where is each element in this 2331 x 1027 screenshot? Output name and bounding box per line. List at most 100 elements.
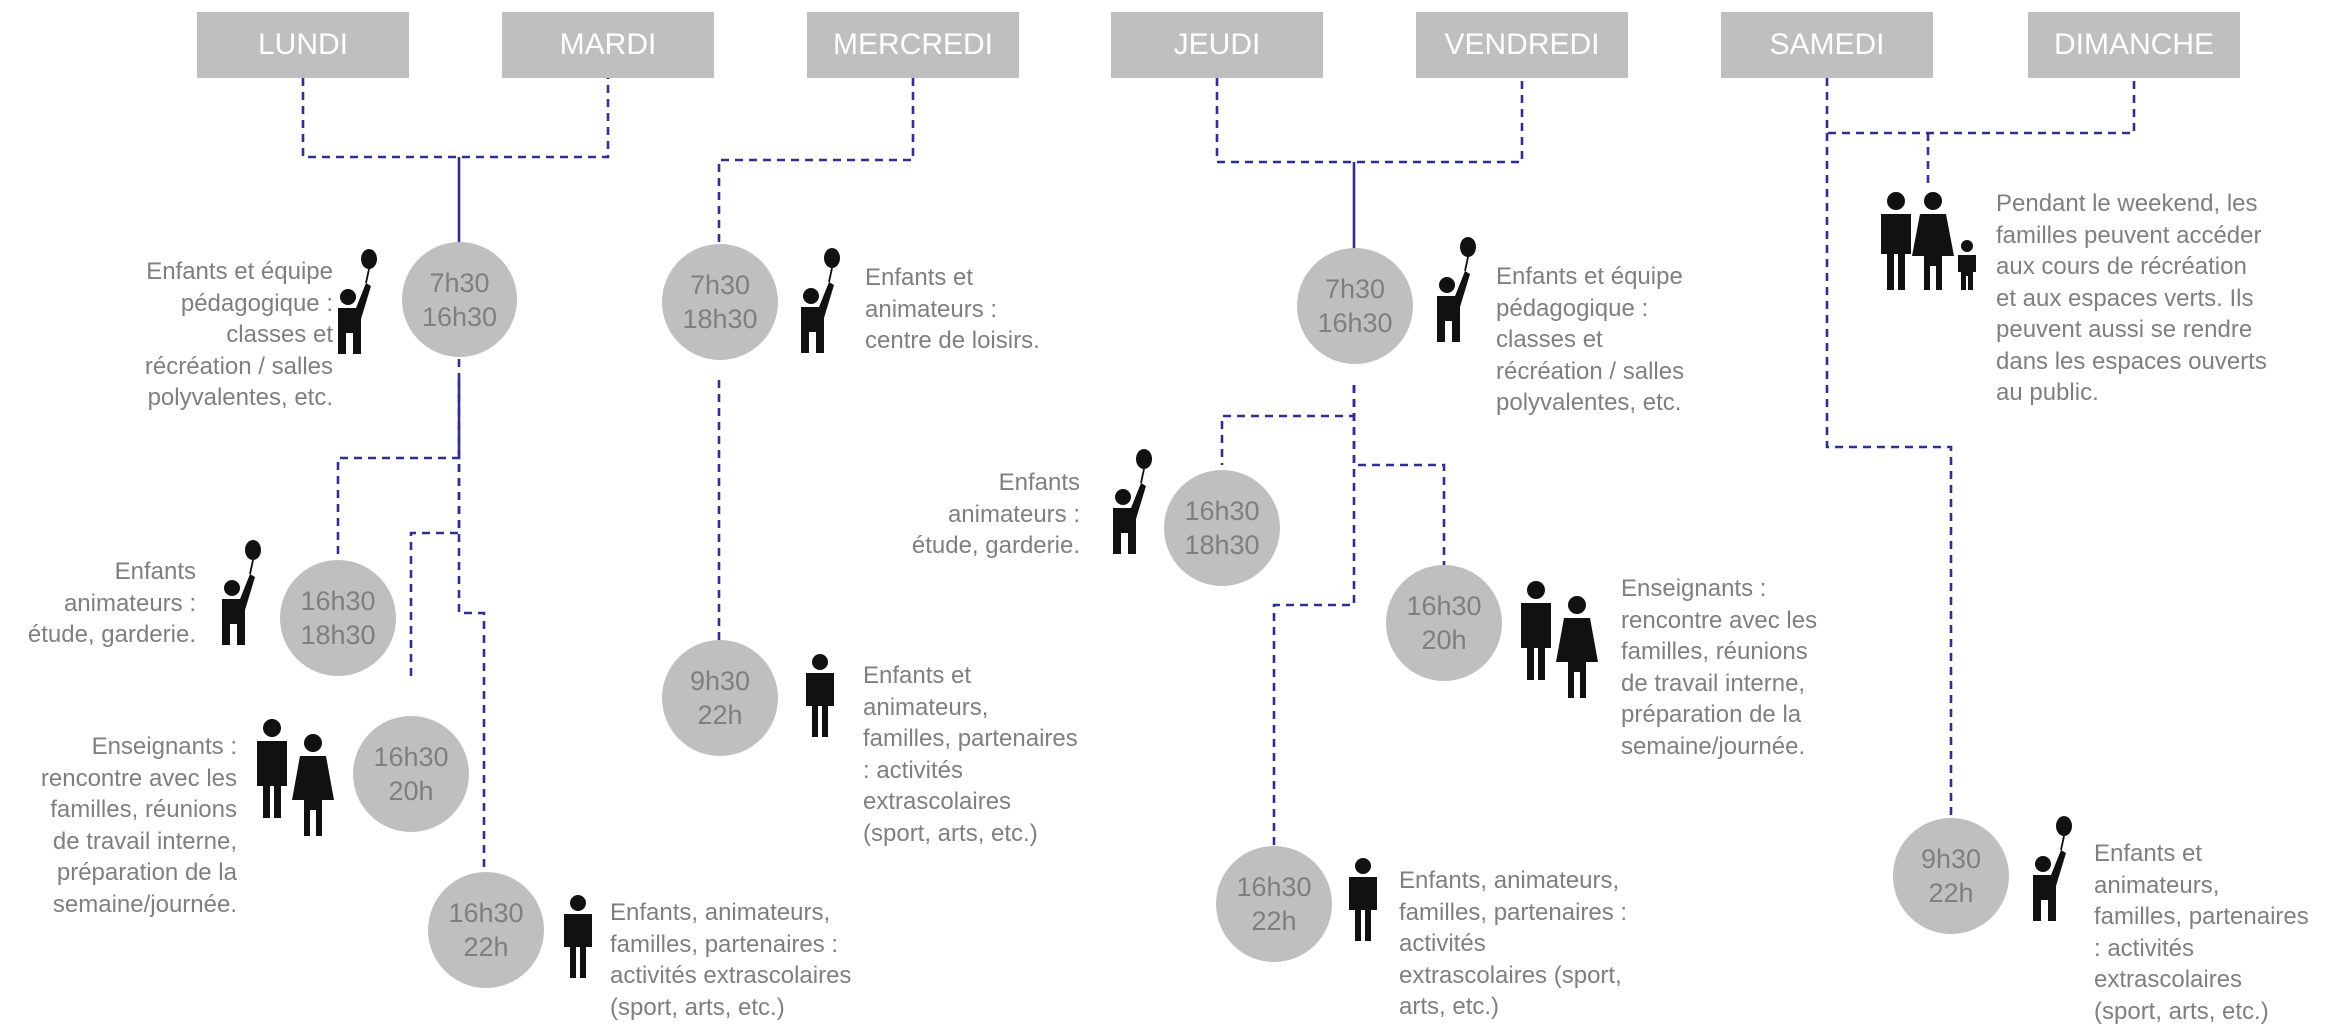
- couple-icon: [1512, 580, 1606, 702]
- description-line: animateurs :: [912, 499, 1080, 531]
- child-balloon-icon: [210, 536, 270, 654]
- day-header-mercredi: MERCREDI: [807, 12, 1019, 78]
- time-circle-lm4: 16h30 22h: [428, 872, 544, 988]
- description-lm3: Enseignants : rencontre avec les famille…: [41, 731, 237, 920]
- time-end: 18h30: [682, 302, 757, 336]
- time-end: 18h30: [300, 618, 375, 652]
- description-line: activités: [1399, 928, 1627, 960]
- couple-icon: [248, 718, 342, 840]
- description-line: extrascolaires: [2094, 964, 2309, 996]
- day-header-jeudi: JEUDI: [1111, 12, 1323, 78]
- time-circle-jv4: 16h30 22h: [1216, 846, 1332, 962]
- time-circle-lm1: 7h30 16h30: [402, 242, 517, 357]
- description-line: extrascolaires: [863, 786, 1078, 818]
- description-line: Enseignants :: [1621, 573, 1817, 605]
- description-line: familles, partenaires :: [1399, 897, 1627, 929]
- description-line: classes et: [145, 319, 333, 351]
- description-line: aux cours de récréation: [1996, 251, 2267, 283]
- description-line: Enfants et: [2094, 838, 2309, 870]
- time-start: 16h30: [373, 740, 448, 774]
- time-circle-sd1: 9h30 22h: [1893, 818, 2009, 934]
- adult-icon: [1343, 858, 1383, 942]
- time-start: 7h30: [429, 266, 489, 300]
- time-circle-jv2: 16h30 18h30: [1164, 470, 1280, 586]
- time-end: 16h30: [1317, 306, 1392, 340]
- description-line: rencontre avec les: [41, 763, 237, 795]
- time-end: 22h: [463, 930, 508, 964]
- description-line: étude, garderie.: [28, 619, 196, 651]
- time-circle-jv1: 7h30 16h30: [1297, 248, 1413, 364]
- description-me2: Enfants et animateurs, familles, partena…: [863, 660, 1078, 849]
- day-header-mardi: MARDI: [502, 12, 714, 78]
- description-line: étude, garderie.: [912, 530, 1080, 562]
- description-line: pédagogique :: [1496, 293, 1684, 325]
- child-balloon-icon: [2021, 812, 2081, 930]
- description-line: et aux espaces verts. Ils: [1996, 283, 2267, 315]
- description-line: activités extrascolaires: [610, 960, 851, 992]
- description-line: au public.: [1996, 377, 2267, 409]
- time-start: 9h30: [690, 664, 750, 698]
- day-header-lundi: LUNDI: [197, 12, 409, 78]
- time-start: 7h30: [690, 268, 750, 302]
- description-line: Enfants et: [863, 660, 1078, 692]
- description-line: préparation de la: [41, 857, 237, 889]
- description-line: Enfants et équipe: [145, 256, 333, 288]
- description-line: familles, réunions: [1621, 636, 1817, 668]
- time-end: 22h: [1251, 904, 1296, 938]
- description-line: animateurs,: [863, 692, 1078, 724]
- description-line: polyvalentes, etc.: [145, 382, 333, 414]
- description-line: récréation / salles: [1496, 356, 1684, 388]
- time-start: 16h30: [448, 896, 523, 930]
- child-balloon-icon: [1425, 233, 1485, 351]
- time-end: 18h30: [1184, 528, 1259, 562]
- description-me1: Enfants et animateurs : centre de loisir…: [865, 262, 1040, 357]
- time-circle-lm3: 16h30 20h: [353, 716, 469, 832]
- time-end: 20h: [1421, 623, 1466, 657]
- time-end: 20h: [388, 774, 433, 808]
- description-jv4: Enfants, animateurs, familles, partenair…: [1399, 865, 1627, 1023]
- description-line: Enfants et équipe: [1496, 261, 1684, 293]
- time-start: 16h30: [1236, 870, 1311, 904]
- description-jv3: Enseignants : rencontre avec les famille…: [1621, 573, 1817, 762]
- time-circle-lm2: 16h30 18h30: [280, 560, 396, 676]
- time-circle-jv3: 16h30 20h: [1386, 565, 1502, 681]
- description-lm1: Enfants et équipe pédagogique : classes …: [145, 256, 333, 414]
- description-lm4: Enfants, animateurs, familles, partenair…: [610, 897, 851, 1023]
- adult-icon: [558, 895, 598, 979]
- description-line: arts, etc.): [1399, 991, 1627, 1023]
- description-line: familles, partenaires: [2094, 901, 2309, 933]
- time-end: 22h: [697, 698, 742, 732]
- description-line: centre de loisirs.: [865, 325, 1040, 357]
- description-line: peuvent aussi se rendre: [1996, 314, 2267, 346]
- time-start: 16h30: [1184, 494, 1259, 528]
- description-line: familles, réunions: [41, 794, 237, 826]
- description-line: rencontre avec les: [1621, 605, 1817, 637]
- description-line: animateurs :: [865, 294, 1040, 326]
- description-line: animateurs,: [2094, 870, 2309, 902]
- day-header-samedi: SAMEDI: [1721, 12, 1933, 78]
- time-circle-me1: 7h30 18h30: [662, 244, 778, 360]
- description-line: Enfants: [28, 556, 196, 588]
- description-line: de travail interne,: [1621, 668, 1817, 700]
- description-line: polyvalentes, etc.: [1496, 387, 1684, 419]
- child-balloon-icon: [1101, 445, 1161, 563]
- description-line: préparation de la: [1621, 699, 1817, 731]
- adult-icon: [800, 654, 840, 738]
- description-line: semaine/journée.: [41, 889, 237, 921]
- description-line: familles, partenaires: [863, 723, 1078, 755]
- description-line: extrascolaires (sport,: [1399, 960, 1627, 992]
- description-line: familles, partenaires :: [610, 929, 851, 961]
- child-balloon-icon: [326, 245, 386, 363]
- description-weekend: Pendant le weekend, les familles peuvent…: [1996, 188, 2267, 409]
- description-line: classes et: [1496, 324, 1684, 356]
- time-end: 16h30: [422, 300, 497, 334]
- description-line: : activités: [863, 755, 1078, 787]
- time-circle-me2: 9h30 22h: [662, 640, 778, 756]
- description-line: familles peuvent accéder: [1996, 220, 2267, 252]
- description-line: dans les espaces ouverts: [1996, 346, 2267, 378]
- description-line: Enfants, animateurs,: [1399, 865, 1627, 897]
- description-line: semaine/journée.: [1621, 731, 1817, 763]
- time-start: 9h30: [1921, 842, 1981, 876]
- description-line: Pendant le weekend, les: [1996, 188, 2267, 220]
- time-start: 7h30: [1325, 272, 1385, 306]
